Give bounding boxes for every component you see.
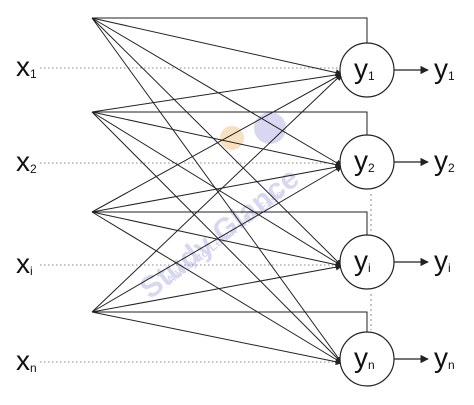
output-label-1: y1 [434, 53, 455, 84]
connection-line [91, 17, 343, 364]
connection-line [91, 111, 343, 364]
input-label-i: xi [16, 248, 33, 279]
connection-line [91, 311, 343, 366]
connection-line [91, 165, 343, 313]
input-guides [40, 67, 372, 363]
output-nodes [339, 42, 395, 387]
watermark-blue-dot [254, 112, 286, 144]
feed-line [92, 311, 368, 332]
input-label-1: x1 [16, 51, 37, 82]
connection-line [91, 17, 343, 267]
connection-line [91, 263, 343, 313]
output-label-2: y2 [434, 145, 455, 176]
input-label-2: x2 [16, 146, 37, 177]
connections [91, 17, 368, 366]
feed-line [92, 211, 368, 235]
feed-line [92, 111, 368, 135]
connection-line [91, 17, 343, 77]
output-label-n: yn [434, 342, 455, 373]
connection-line [91, 71, 343, 113]
node-label-n: yn [354, 342, 375, 373]
connection-line [91, 211, 343, 364]
connection-line [91, 163, 343, 213]
connection-line [91, 111, 343, 169]
connection-line [91, 73, 343, 313]
output-label-i: yi [434, 245, 451, 276]
node-label-i: yi [354, 245, 371, 276]
feed-line [92, 17, 368, 43]
node-label-2: y2 [354, 145, 375, 176]
output-arrows [394, 65, 429, 364]
node-label-1: y1 [354, 53, 375, 84]
input-label-n: xn [16, 345, 37, 376]
connection-line [91, 73, 343, 213]
connection-line [91, 17, 343, 167]
